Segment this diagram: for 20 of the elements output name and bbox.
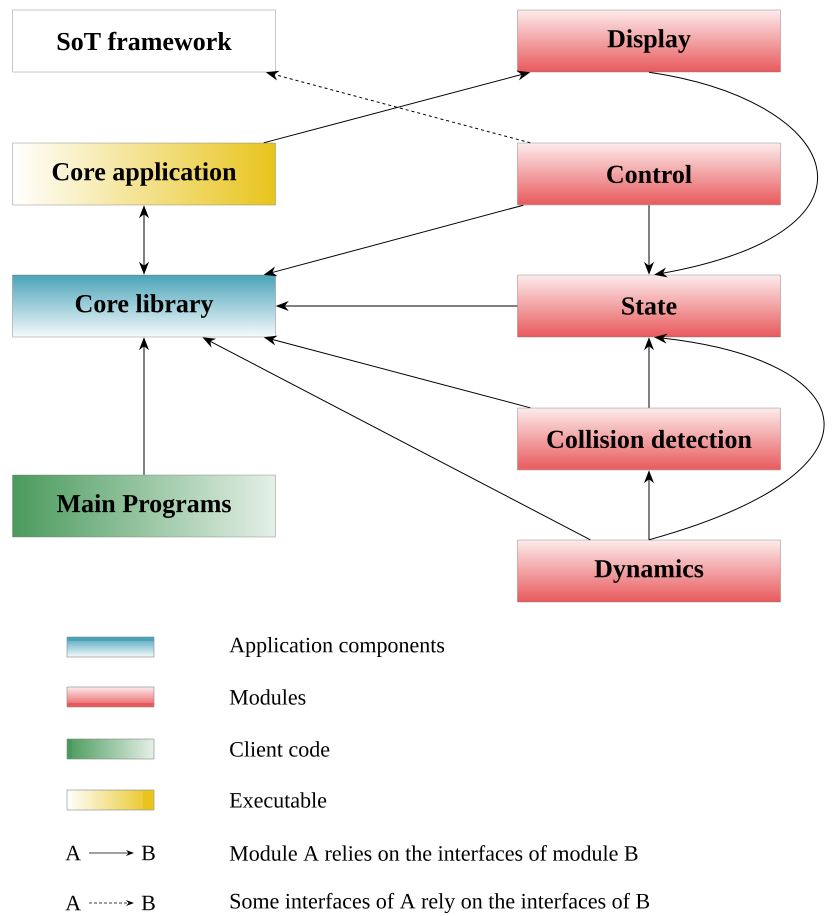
module-box: Collision detection: [517, 408, 781, 470]
module-box: SoT framework: [12, 10, 276, 72]
legend-text: Client code: [230, 741, 330, 757]
module-box: Control: [517, 142, 781, 206]
legend-text: Module A relies on the interfaces of module B: [230, 845, 638, 861]
legend-letter: B: [142, 896, 155, 910]
module-box: Core application: [12, 142, 276, 206]
legend-letter: A: [65, 846, 81, 860]
legend-text: Application components: [229, 637, 444, 657]
legend-text: Modules: [230, 689, 306, 705]
legend-text: Executable: [230, 792, 326, 808]
legend-text: Some interfaces of A rely on the interfaces of B: [230, 892, 650, 914]
module-box: Display: [517, 10, 781, 72]
legend-letter: A: [65, 896, 81, 910]
module-box: Dynamics: [517, 540, 781, 602]
module-box: Main Programs: [12, 474, 276, 538]
module-box: Core library: [12, 274, 276, 338]
legend-letter: B: [142, 846, 155, 860]
module-box: State: [517, 274, 781, 338]
arrow: [648, 72, 817, 278]
